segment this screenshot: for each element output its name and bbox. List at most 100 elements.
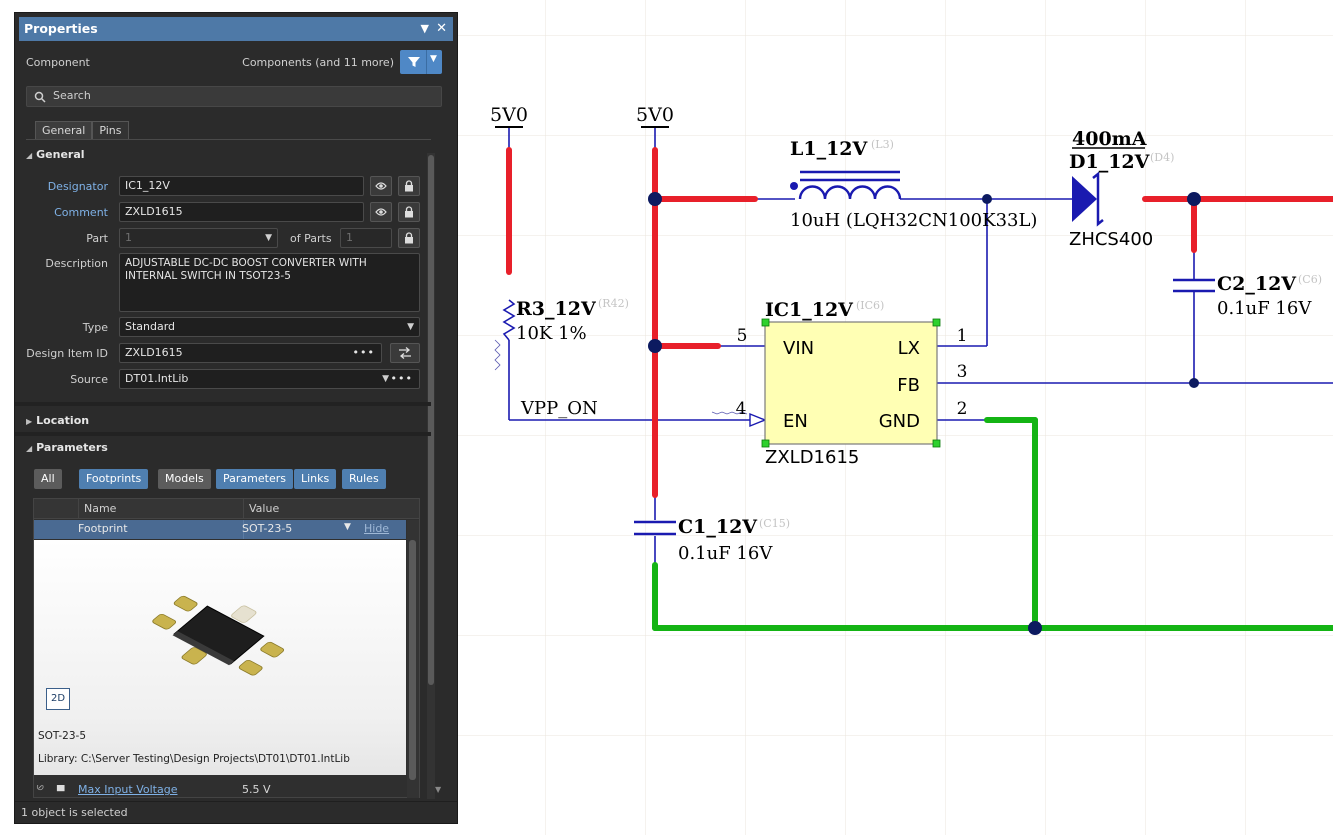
view-2d-toggle[interactable]: 2D <box>46 688 70 710</box>
capacitor-c2-symbol[interactable] <box>1173 278 1215 293</box>
chevron-down-icon: ▼ <box>407 322 414 332</box>
eye-icon <box>375 208 387 216</box>
ic-body[interactable] <box>764 321 938 445</box>
filter-all-button[interactable]: All <box>34 469 62 489</box>
inductor-l1-symbol[interactable] <box>798 170 902 200</box>
capacitor-c2-id: (C6) <box>1298 273 1322 286</box>
search-input[interactable]: Search <box>26 86 442 107</box>
lock-toggle[interactable] <box>398 202 420 222</box>
column-name-header[interactable]: Name <box>84 502 117 515</box>
section-general-label: General <box>36 148 85 161</box>
filter-models-button[interactable]: Models <box>158 469 211 489</box>
comment-label: Comment <box>54 206 108 219</box>
capacitor-c1-value: 0.1uF 16V <box>678 543 773 564</box>
ic-pin-name: VIN <box>783 338 814 359</box>
footprint-preview[interactable]: 2D SOT-23-5 Library: C:\Server Testing\D… <box>34 540 406 775</box>
junction-dot <box>982 194 992 204</box>
table-row[interactable]: ⊘ ■ Max Input Voltage 5.5 V <box>34 785 406 799</box>
diode-designator: D1_12V <box>1069 151 1151 173</box>
chevron-down-icon: ▼ <box>382 374 389 384</box>
visibility-toggle[interactable] <box>370 176 392 196</box>
lock-icon <box>405 180 413 192</box>
description-label: Description <box>45 257 108 270</box>
scrollbar-track[interactable] <box>427 153 435 799</box>
more-icon[interactable]: ••• <box>390 372 413 385</box>
description-field[interactable]: ADJUSTABLE DC-DC BOOST CONVERTER WITH IN… <box>119 253 420 312</box>
panel-title-bar[interactable]: Properties ▼ ✕ <box>19 17 453 41</box>
scrollbar-thumb[interactable] <box>428 155 434 685</box>
resistor-r3-symbol[interactable] <box>502 299 516 341</box>
section-location[interactable]: ▶Location <box>26 414 90 427</box>
param-row-name: Max Input Voltage <box>78 785 178 796</box>
column-value-header[interactable]: Value <box>249 502 280 515</box>
parameter-table: Name Value Footprint SOT-23-5 ▼ Hide <box>33 498 420 798</box>
ic-pin-number: 3 <box>957 362 968 382</box>
ic-pin-name: EN <box>783 411 808 432</box>
footprint-row-name: Footprint <box>78 522 128 535</box>
designator-field[interactable]: IC1_12V <box>119 176 364 196</box>
table-scrollbar[interactable] <box>407 520 419 798</box>
search-icon <box>34 91 46 103</box>
section-general[interactable]: ◢General <box>26 148 85 161</box>
tab-general[interactable]: General <box>35 121 93 140</box>
filter-rules-button[interactable]: Rules <box>342 469 386 489</box>
swap-icon <box>399 347 411 359</box>
more-icon[interactable]: ••• <box>352 346 375 359</box>
lock-icon[interactable]: ■ <box>56 785 66 793</box>
ic-pin-number: 5 <box>737 326 748 346</box>
filter-links-button[interactable]: Links <box>294 469 337 489</box>
selection-filter-button[interactable]: ▼ <box>400 50 442 74</box>
link-icon: ⊘ <box>36 785 45 793</box>
ic-id: (IC6) <box>856 299 884 312</box>
of-parts-field: 1 <box>340 228 392 248</box>
filter-parameters-button[interactable]: Parameters <box>216 469 293 489</box>
design-item-id-value: ZXLD1615 <box>125 346 183 359</box>
filter-icon <box>408 57 420 67</box>
lock-toggle[interactable] <box>398 228 420 248</box>
part-select[interactable]: 1 ▼ <box>119 228 278 248</box>
search-placeholder: Search <box>53 89 91 102</box>
ic-pin-number: 4 <box>736 399 747 419</box>
capacitor-c1-symbol[interactable] <box>634 520 676 536</box>
lock-icon <box>405 206 413 218</box>
ic-pin-name: FB <box>897 375 920 396</box>
ic-pin-name: GND <box>879 411 920 432</box>
lock-toggle[interactable] <box>398 176 420 196</box>
chevron-down-icon: ▼ <box>265 233 272 243</box>
section-location-label: Location <box>36 414 90 427</box>
comment-field[interactable]: ZXLD1615 <box>119 202 364 222</box>
hide-link[interactable]: Hide <box>364 522 390 535</box>
capacitor-c2-value: 0.1uF 16V <box>1217 298 1312 319</box>
swap-button[interactable] <box>390 343 420 363</box>
table-scrollbar-thumb[interactable] <box>409 540 416 780</box>
close-icon[interactable]: ✕ <box>436 21 447 36</box>
tab-pins[interactable]: Pins <box>92 121 129 140</box>
source-label: Source <box>70 373 108 386</box>
footprint-3d-model <box>152 595 285 676</box>
table-row[interactable]: Footprint SOT-23-5 ▼ Hide <box>34 520 406 539</box>
diode-d1-symbol[interactable] <box>1072 171 1104 227</box>
panel-menu-icon[interactable]: ▼ <box>420 22 429 35</box>
junction-dot <box>1187 192 1201 206</box>
net-label-vpp-on[interactable]: VPP_ON <box>520 398 598 419</box>
junction-dot <box>1189 378 1199 388</box>
capacitor-c1-designator: C1_12V <box>678 516 758 538</box>
scroll-down-icon[interactable]: ▼ <box>435 785 442 794</box>
filter-footprints-button[interactable]: Footprints <box>79 469 149 489</box>
design-item-id-field[interactable]: ZXLD1615 ••• <box>119 343 382 363</box>
inductor-designator: L1_12V <box>790 138 869 160</box>
properties-panel: Properties ▼ ✕ Component Components (and… <box>14 12 458 824</box>
filter-summary: Components (and 11 more) <box>242 56 394 69</box>
table-header: Name Value <box>34 499 419 519</box>
ic-pin-name: LX <box>898 338 920 359</box>
source-select[interactable]: DT01.IntLib ▼ ••• <box>119 369 420 389</box>
part-label: Part <box>86 232 108 245</box>
visibility-toggle[interactable] <box>370 202 392 222</box>
chevron-down-icon[interactable]: ▼ <box>344 522 351 532</box>
type-select[interactable]: Standard ▼ <box>119 317 420 337</box>
footprint-row-value: SOT-23-5 <box>242 522 293 535</box>
param-row-value: 5.5 V <box>242 785 271 796</box>
section-parameters[interactable]: ◢Parameters <box>26 441 108 454</box>
diode-rating: 400mA <box>1072 128 1147 150</box>
inductor-id: (L3) <box>871 138 894 151</box>
